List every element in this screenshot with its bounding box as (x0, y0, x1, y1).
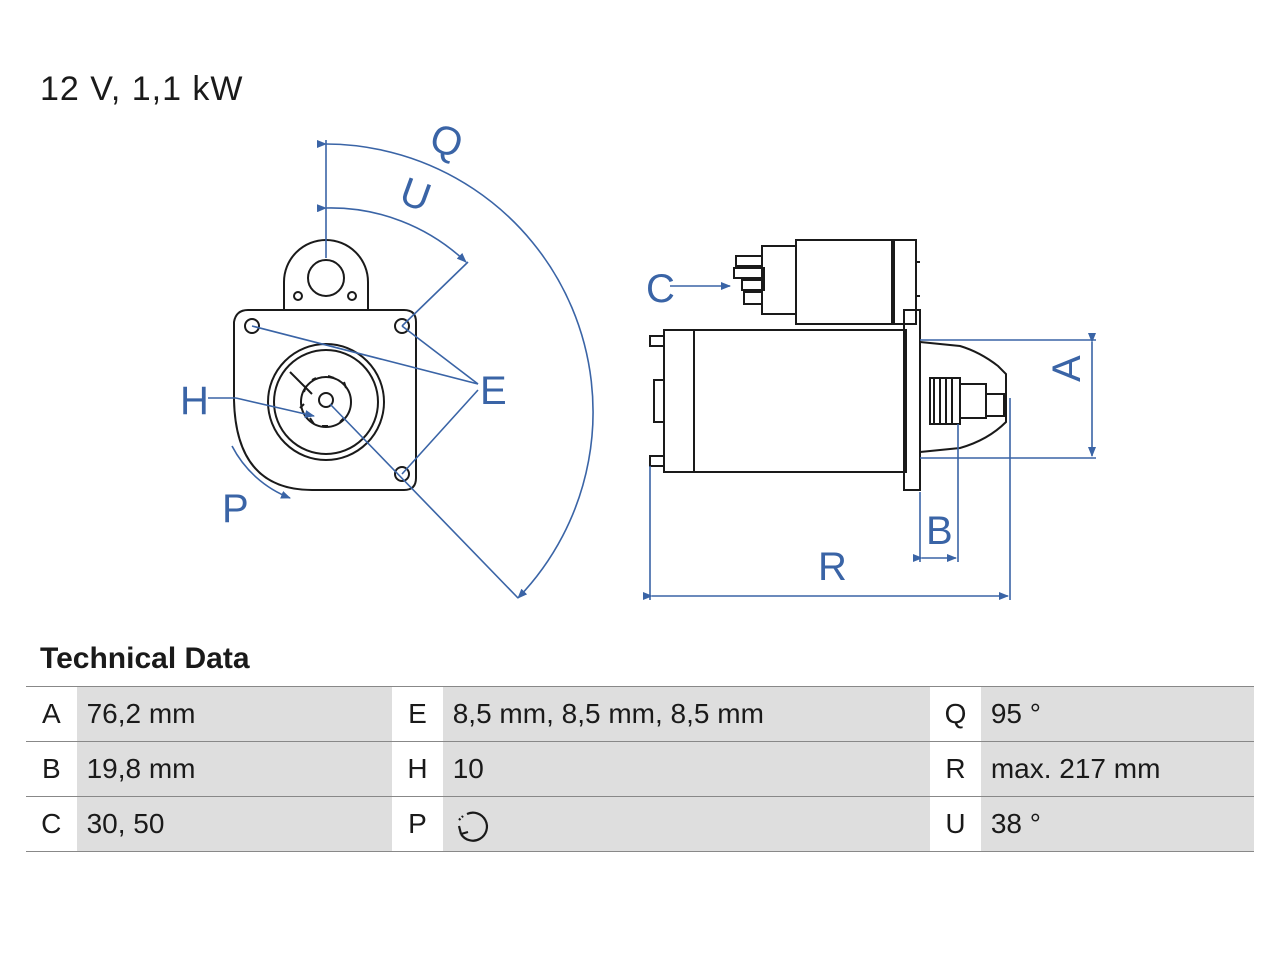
spec-value: 30, 50 (76, 796, 393, 852)
solenoid-body (795, 239, 895, 325)
label-r: R (818, 545, 847, 589)
spec-value: 19,8 mm (76, 741, 393, 797)
dim-e-leader (401, 389, 479, 475)
label-q: Q (424, 115, 468, 167)
motor-housing (693, 329, 907, 473)
label-e: E (480, 369, 507, 413)
label-h: H (180, 379, 209, 423)
section-title: Technical Data (40, 642, 250, 675)
spec-key: R (930, 741, 981, 797)
spec-value: 10 (442, 741, 931, 797)
dim-p-arc (231, 445, 291, 499)
table-row: B 19,8 mm H 10 R max. 217 mm (26, 741, 1254, 797)
spec-key: U (930, 796, 981, 852)
technical-data-table: A 76,2 mm E 8,5 mm, 8,5 mm, 8,5 mm Q 95 … (26, 686, 1254, 852)
spec-value: 8,5 mm, 8,5 mm, 8,5 mm (442, 686, 931, 742)
label-a: A (1045, 355, 1089, 382)
starter-motor-drawing: Q U E H P C A B R (180, 115, 1096, 600)
spec-value: 38 ° (980, 796, 1254, 852)
table-row: C 30, 50 P U 38 ° (26, 796, 1254, 852)
dim-h-leader (235, 397, 315, 418)
spec-key: E (392, 686, 443, 742)
dim-u-arc (316, 204, 467, 263)
mounting-flange-outline (233, 309, 417, 491)
side-view (649, 239, 1007, 491)
spec-key: C (26, 796, 77, 852)
table-row: A 76,2 mm E 8,5 mm, 8,5 mm, 8,5 mm Q 95 … (26, 686, 1254, 742)
spec-value: 95 ° (980, 686, 1254, 742)
bolt-hole (244, 318, 260, 334)
front-view (233, 239, 417, 491)
spec-key: H (392, 741, 443, 797)
counterclockwise-rotation-icon (457, 811, 488, 842)
dim-q-arc (316, 139, 594, 599)
front-view-dimensions (208, 139, 594, 599)
spec-key: P (392, 796, 443, 852)
label-p: P (222, 487, 249, 531)
side-view-dimensions (643, 282, 1096, 600)
spec-value: max. 217 mm (980, 741, 1254, 797)
spec-value-rotation (442, 796, 931, 852)
spec-value: 76,2 mm (76, 686, 393, 742)
product-heading: 12 V, 1,1 kW (40, 70, 244, 108)
label-u: U (394, 169, 436, 220)
label-c: C (646, 267, 675, 311)
spec-key: Q (930, 686, 981, 742)
label-b: B (926, 509, 953, 553)
drive-nose (919, 340, 1007, 454)
spec-key: B (26, 741, 77, 797)
dim-e-leader (401, 325, 479, 385)
spec-key: A (26, 686, 77, 742)
dim-e-leader (251, 325, 479, 385)
